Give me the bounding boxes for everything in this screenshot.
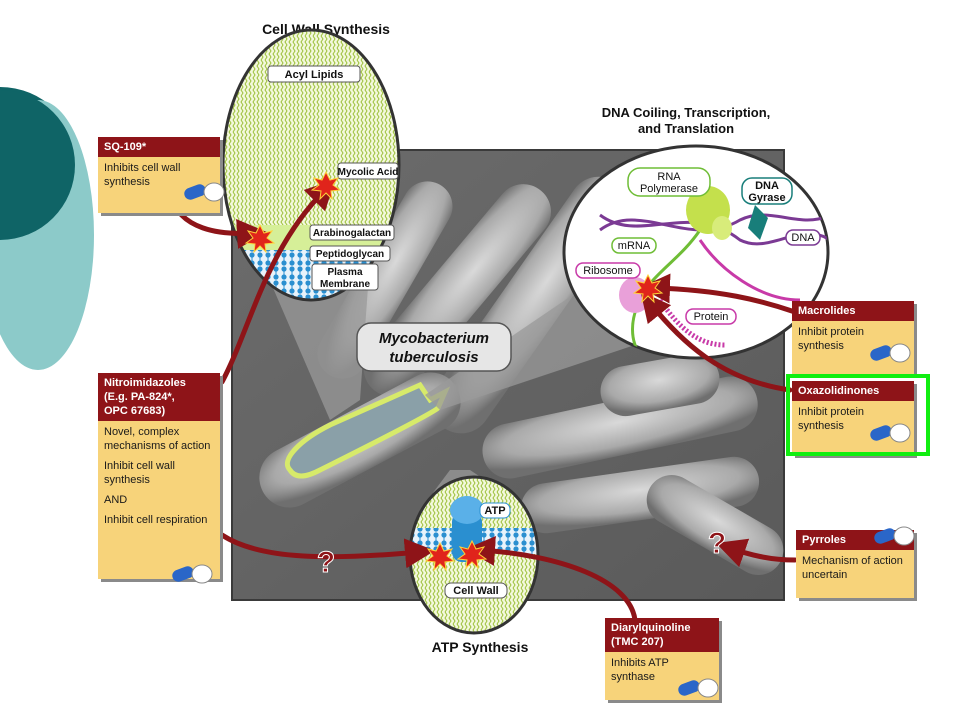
label-plasma-line1: Plasma (327, 267, 362, 278)
box-diarylquinoline-line: Inhibits ATP synthase (611, 657, 669, 683)
box-sq109-title: SQ-109* (98, 137, 220, 157)
box-nitro-line-1: Novel, complex mechanisms of action (104, 426, 211, 452)
pill-icon (172, 564, 213, 584)
organism-label-line1: Mycobacterium (379, 330, 489, 347)
box-macrolides-title: Macrolides (792, 301, 914, 321)
box-sq109-line: Inhibits cell wall synthesis (104, 162, 181, 188)
pill-icon (870, 343, 911, 363)
box-oxazolidinones-title: Oxazolidinones (792, 381, 914, 401)
box-nitro-line-4: Inhibit cell respiration (104, 514, 208, 526)
burst-atp-left (424, 541, 456, 572)
cell-wall-ellipse-border (221, 28, 401, 302)
label-mycolic-acid: Mycolic Acid (338, 167, 399, 178)
label-rna-line1: RNA (657, 171, 681, 183)
box-oxazolidinones-line: Inhibit protein synthesis (798, 406, 865, 432)
box-nitroimidazoles: Nitroimidazoles (E.g. PA-824*, OPC 67683… (98, 373, 220, 579)
box-nitro-title-2: (E.g. PA-824*, (104, 391, 175, 403)
label-ribosome: Ribosome (583, 265, 633, 277)
label-mrna: mRNA (618, 240, 651, 252)
box-macrolides-line: Inhibit protein synthesis (798, 326, 865, 352)
burst-atp-right (456, 539, 488, 570)
label-atp: ATP (484, 505, 505, 517)
arrow-macrolides (640, 273, 798, 315)
organism-label-box (356, 322, 512, 372)
label-atp-cell-wall: Cell Wall (453, 585, 498, 597)
label-rna-line2: Polymerase (640, 183, 698, 195)
burst-arabinogalactan (244, 223, 276, 254)
box-nitro-title-3: OPC 67683) (104, 405, 166, 417)
drug-arrows (167, 179, 798, 623)
label-gyrase-line1: DNA (755, 180, 779, 192)
arrow-pyrroles (715, 538, 798, 568)
label-protein: Protein (694, 311, 729, 323)
label-arabinogalactan: Arabinogalactan (313, 228, 391, 239)
label-acyl-lipids: Acyl Lipids (285, 69, 344, 81)
label-gyrase-line2: Gyrase (748, 192, 785, 204)
box-diarylquinoline-title-1: Diarylquinoline (611, 622, 691, 634)
question-mark-atp: ? (317, 546, 335, 579)
arrow-oxazolidinones (640, 291, 793, 393)
arrow-nitro-atp (219, 532, 435, 569)
arrow-diarylquinoline (465, 535, 638, 623)
pill-icon (678, 678, 719, 698)
burst-ribosome (632, 273, 664, 304)
box-macrolides: Macrolides Inhibit protein synthesis (792, 301, 914, 375)
label-peptidoglycan: Peptidoglycan (316, 249, 384, 260)
pill-icon (870, 423, 911, 443)
dna-title-line2: and Translation (638, 121, 734, 136)
box-nitro-line-2: Inhibit cell wall synthesis (104, 460, 175, 486)
inhibition-bursts (244, 170, 664, 572)
highlighted-bacterium (285, 381, 451, 479)
label-dna: DNA (791, 232, 815, 244)
burst-mycolic (310, 170, 342, 201)
label-plasma-line2: Membrane (320, 279, 370, 290)
pill-icon (184, 182, 225, 202)
organism-label-line2: tuberculosis (389, 349, 478, 366)
box-diarylquinoline-title-2: (TMC 207) (611, 636, 664, 648)
dna-title-line1: DNA Coiling, Transcription, (602, 105, 771, 120)
box-diarylquinoline: Diarylquinoline (TMC 207) Inhibits ATP s… (605, 618, 719, 700)
question-mark-pyrroles: ? (708, 527, 726, 560)
box-sq109: SQ-109* Inhibits cell wall synthesis (98, 137, 220, 213)
pill-icon (874, 526, 915, 546)
box-nitro-title-1: Nitroimidazoles (104, 377, 186, 389)
arrow-nitro-cellwall (219, 179, 336, 385)
box-nitro-line-3: AND (104, 494, 128, 506)
atp-synthesis-title: ATP Synthesis (432, 639, 529, 655)
selection-highlight (786, 374, 930, 456)
box-pyrroles-line: Mechanism of action uncertain (802, 555, 903, 581)
